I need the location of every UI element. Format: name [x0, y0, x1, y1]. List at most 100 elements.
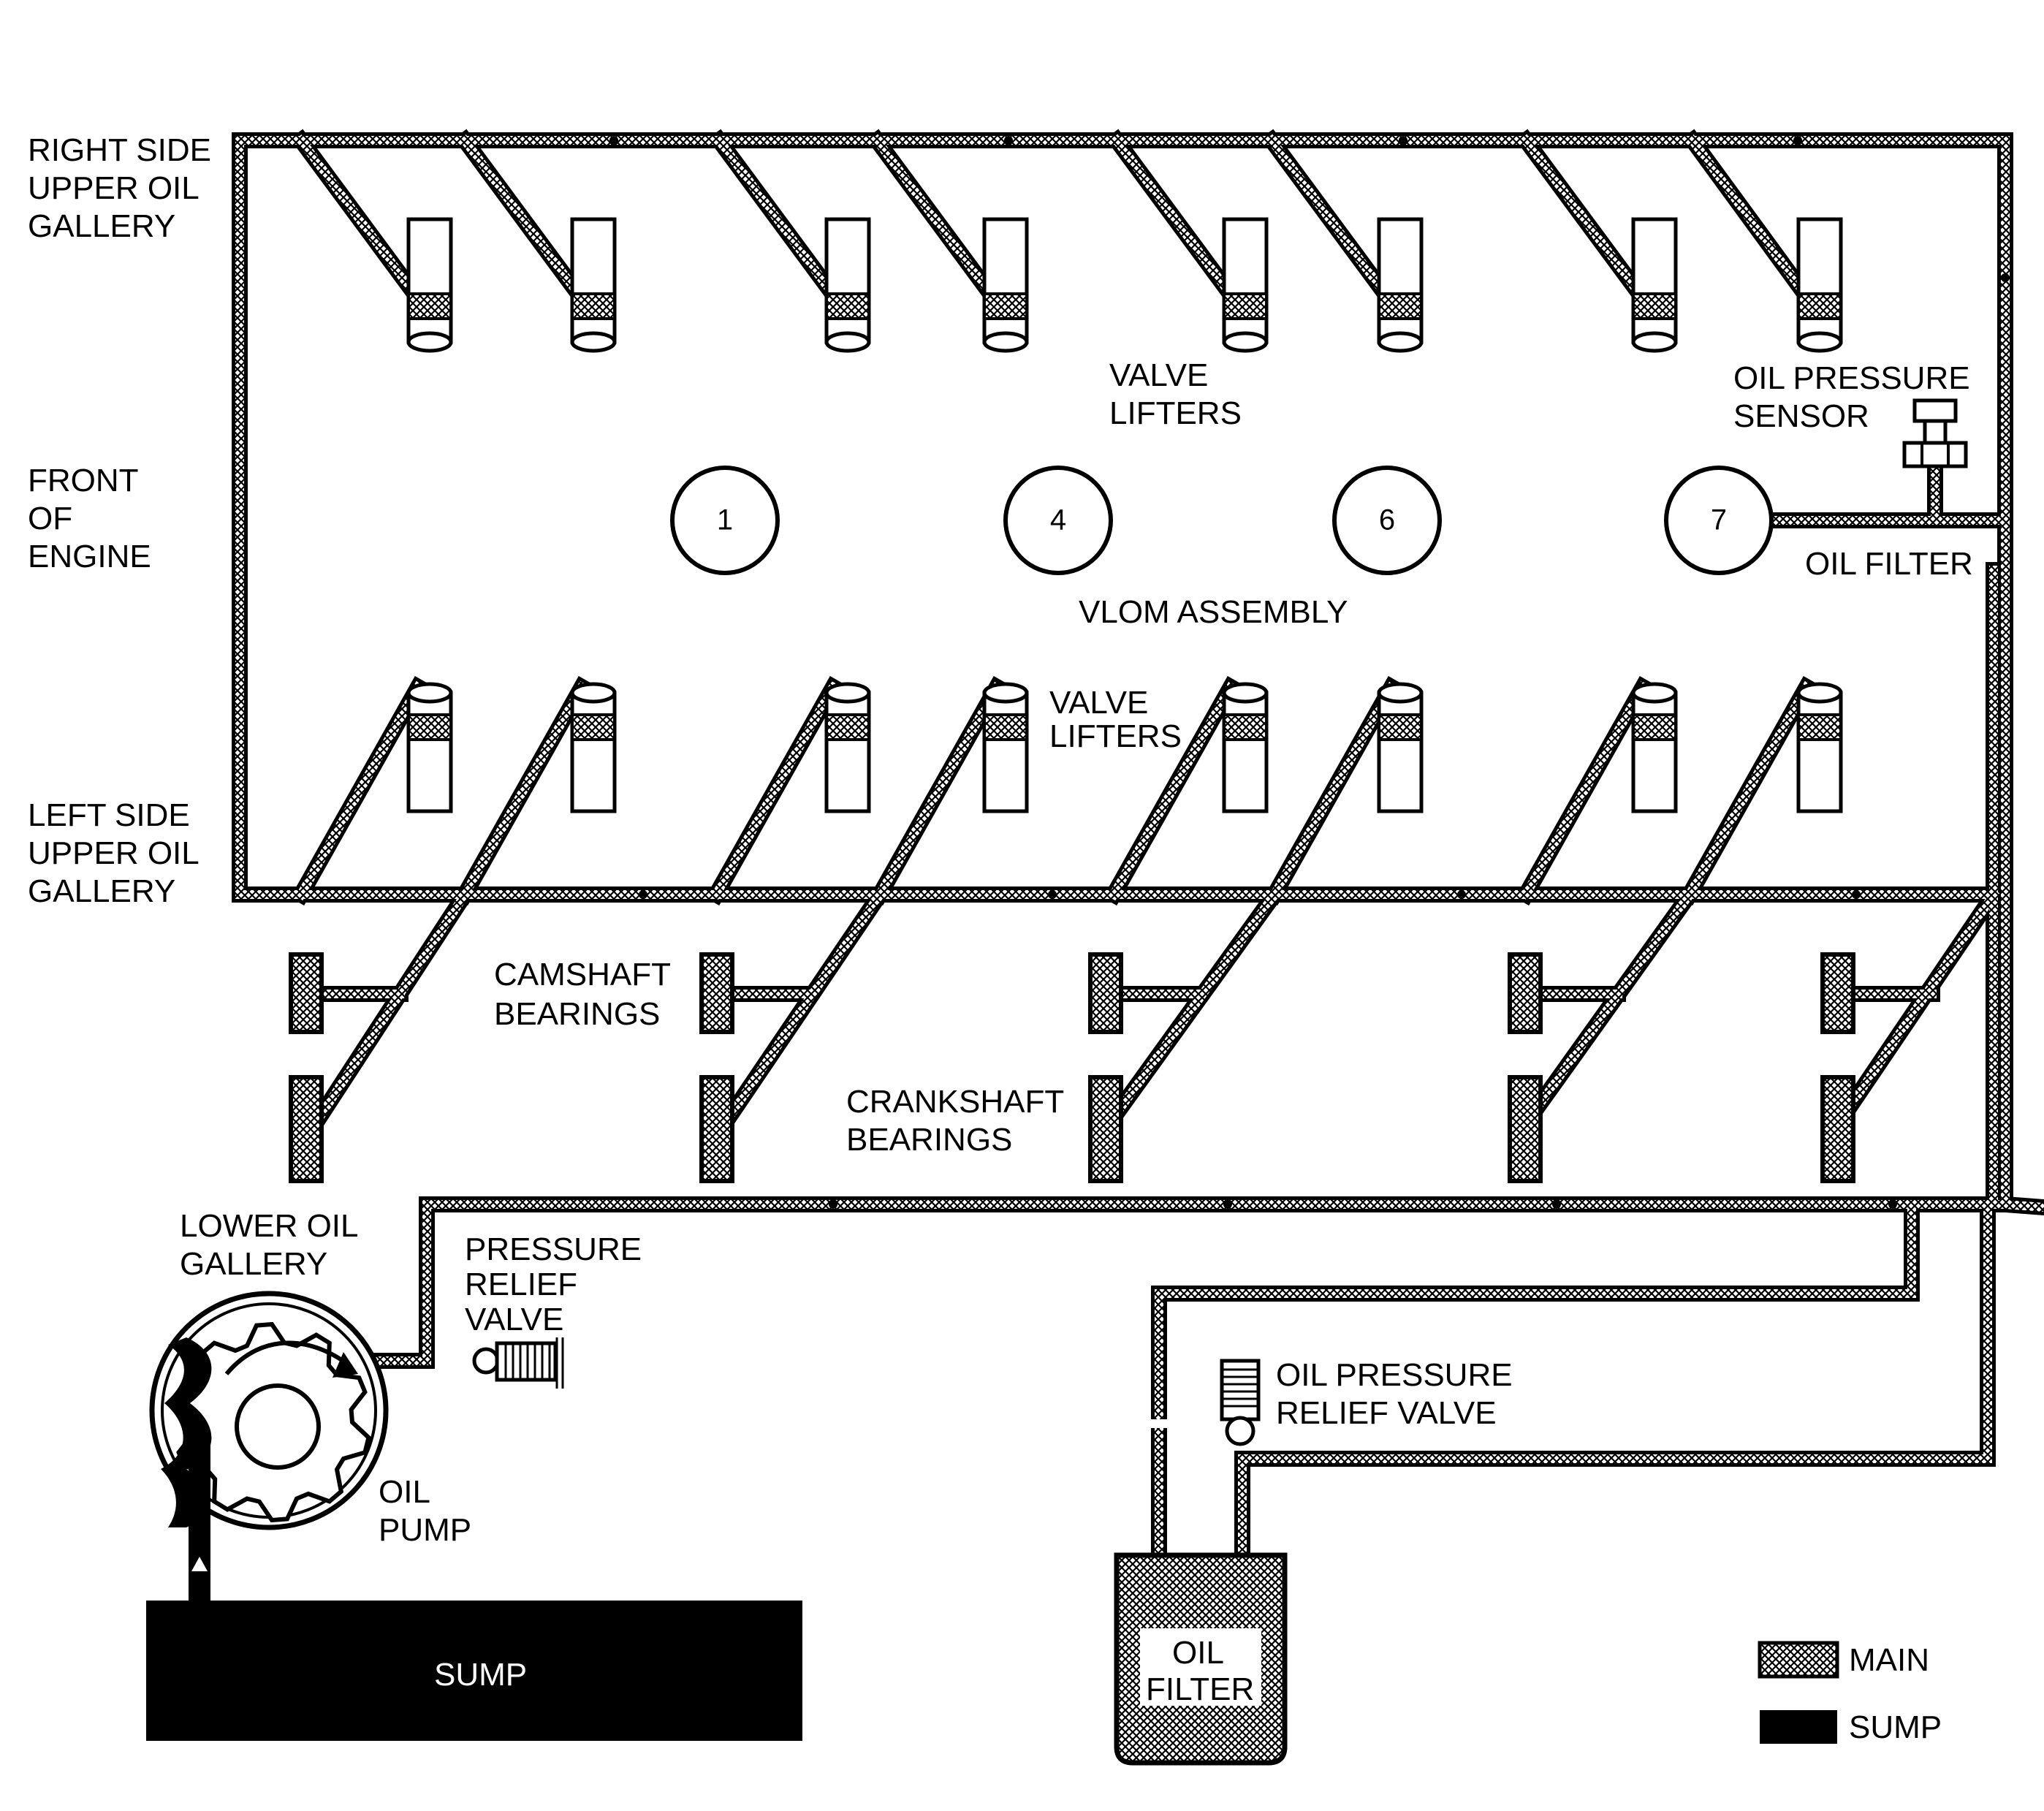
label-camshaft-bearings-2: BEARINGS	[494, 996, 660, 1032]
sump-tank	[146, 1601, 802, 1741]
main-pipe-segment	[308, 888, 471, 1132]
vlom-node	[1664, 466, 1774, 575]
label-front-engine-3: ENGINE	[28, 539, 151, 574]
label-left-gallery-1: LEFT SIDE	[28, 797, 190, 833]
label-oil-pressure-relief-valve-1: OIL PRESSURE	[1276, 1357, 1513, 1393]
main-pipe-segment	[2000, 1199, 2044, 1212]
bearing-icon	[1088, 1075, 1123, 1183]
bearing-icon	[1508, 1075, 1543, 1183]
label-oil-pressure-relief-valve-2: RELIEF VALVE	[1276, 1395, 1497, 1431]
valve-lifter-icon	[406, 682, 453, 813]
valve-lifter-icon	[1796, 217, 1843, 353]
feed-pipe-segment	[1679, 573, 1703, 792]
feed-pipe-segment	[615, 573, 737, 794]
valve-lifter-icon	[1222, 217, 1269, 353]
label-oil-pressure-sensor-2: SENSOR	[1733, 398, 1869, 434]
label-crankshaft-bearings-1: CRANKSHAFT	[846, 1084, 1064, 1120]
main-pipe-segment	[710, 680, 840, 901]
label-pressure-relief-valve-3: VALVE	[465, 1302, 563, 1337]
label-sump: SUMP	[434, 1657, 527, 1693]
legend-main-swatch	[1758, 1641, 1839, 1679]
valve-lifters	[406, 217, 1843, 813]
main-pipe-segment	[1519, 680, 1649, 901]
valve-lifter-icon	[570, 682, 617, 813]
label-pressure-relief-valve-2: RELIEF	[465, 1267, 577, 1302]
vlom-node-label: 7	[1711, 504, 1727, 536]
bearing-icon	[1508, 952, 1543, 1034]
bearing-icon	[699, 1075, 734, 1183]
main-pipe-segment	[1518, 888, 1696, 1132]
main-pipe-segment	[717, 888, 886, 1132]
legend-sump-swatch	[1760, 1710, 1837, 1744]
bearing-icon	[1088, 952, 1123, 1034]
valve-lifter-icon	[824, 217, 871, 353]
label-camshaft-bearings-1: CAMSHAFT	[494, 957, 671, 992]
valve-lifter-icon	[1377, 217, 1424, 353]
label-lower-oil-gallery-1: LOWER OIL	[180, 1208, 359, 1244]
oil-pressure-relief-valve-icon	[1220, 1359, 1261, 1446]
bearing-icon	[1820, 952, 1855, 1034]
bearing-icon	[289, 1075, 324, 1183]
oil-pressure-sensor-icon	[1902, 398, 1968, 468]
bearings	[289, 952, 1855, 1183]
vlom-assembly: 1 4 6 7	[670, 466, 1774, 575]
label-left-gallery-3: GALLERY	[28, 873, 175, 909]
label-front-engine-1: FRONT	[28, 463, 139, 498]
main-pipe-segment	[295, 680, 425, 901]
pressure-relief-valve-icon	[472, 1337, 564, 1389]
valve-lifter-icon	[570, 217, 617, 353]
vlom-node-label: 6	[1379, 504, 1395, 536]
label-vlom-assembly: VLOM ASSEMBLY	[1079, 594, 1348, 630]
oil-pump-icon	[149, 1291, 389, 1601]
bearing-icon	[1820, 1075, 1855, 1183]
label-right-gallery-3: GALLERY	[28, 208, 175, 244]
label-front-engine-2: OF	[28, 501, 72, 536]
vlom-node	[670, 466, 780, 575]
bearing-icon	[289, 952, 324, 1034]
label-oil-filter-1: OIL	[1172, 1635, 1224, 1671]
label-oil-filter-right: OIL FILTER	[1805, 546, 1973, 582]
valve-lifter-icon	[982, 682, 1029, 813]
main-pipe-segment	[1268, 680, 1398, 901]
main-pipe-segment	[458, 680, 588, 901]
label-pressure-relief-valve-1: PRESSURE	[465, 1231, 642, 1267]
label-right-gallery-2: UPPER OIL	[28, 170, 200, 206]
legend-main-label: MAIN	[1849, 1642, 1929, 1678]
legend-sump-label: SUMP	[1849, 1709, 1942, 1745]
main-pipe-segment	[1238, 1200, 1992, 1560]
valve-lifter-icon	[406, 217, 453, 353]
valve-lifter-icon	[1377, 682, 1424, 813]
label-valve-lifters-top-2: LIFTERS	[1109, 395, 1242, 431]
main-pipe-segment	[1155, 1200, 1916, 1560]
main-pipe-segment	[1101, 888, 1281, 1132]
vlom-node	[1003, 466, 1113, 575]
label-oil-pump-1: OIL	[379, 1474, 430, 1510]
main-pipe-segment	[1831, 888, 2000, 1132]
valve-lifter-icon	[1631, 682, 1678, 813]
oil-filter-canister-icon	[1114, 1552, 1288, 1766]
label-valve-lifters-top-1: VALVE	[1109, 357, 1208, 393]
label-right-gallery-1: RIGHT SIDE	[28, 132, 211, 168]
label-oil-filter-2: FILTER	[1146, 1671, 1254, 1707]
label-left-gallery-2: UPPER OIL	[28, 835, 200, 871]
labels: RIGHT SIDE UPPER OIL GALLERY FRONT OF EN…	[28, 132, 1973, 1707]
main-pipe-segment	[1107, 680, 1237, 901]
vlom-feed-pipes	[453, 237, 1887, 1601]
label-oil-pressure-sensor-1: OIL PRESSURE	[1733, 360, 1970, 396]
label-valve-lifters-bottom-2: LIFTERS	[1049, 718, 1182, 754]
vlom-node-label: 4	[1050, 504, 1066, 536]
main-pipe-segment	[1683, 680, 1813, 901]
valve-lifter-icon	[1631, 217, 1678, 353]
main-pipe-segment	[873, 680, 1003, 901]
valve-lifter-icon	[1796, 682, 1843, 813]
valve-lifter-icon	[824, 682, 871, 813]
feed-pipe-segment	[1388, 237, 1470, 468]
vlom-node-label: 1	[717, 504, 733, 536]
legend: MAIN SUMP	[1758, 1641, 1942, 1745]
label-lower-oil-gallery-2: GALLERY	[180, 1246, 327, 1282]
vlom-node	[1332, 466, 1442, 575]
valve-lifter-icon	[1222, 682, 1269, 813]
feed-pipe-segment	[1719, 573, 1887, 792]
feed-pipe-segment	[1032, 237, 1073, 468]
